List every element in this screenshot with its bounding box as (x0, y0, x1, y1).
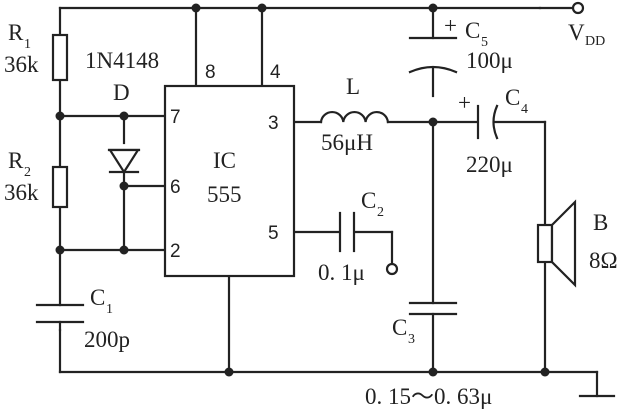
capacitor-c2: C 2 0. 1μ (318, 188, 399, 285)
inductor-l: L 56μH (319, 74, 390, 155)
c3-label: C (392, 315, 407, 340)
vdd-sub: DD (585, 34, 605, 49)
diode-label: D (113, 80, 130, 105)
vdd-label: V (568, 20, 585, 45)
ic-part: 555 (207, 182, 242, 207)
c1-sub: 1 (106, 302, 113, 317)
c3-sub: 3 (408, 332, 415, 347)
capacitor-c3: C 3 0. 15～0. 63μ (365, 301, 492, 409)
r2-sub: 2 (24, 165, 31, 180)
capacitor-c4: + C 4 220μ (458, 85, 528, 177)
c4-label: C (505, 85, 520, 110)
pin-4-label: 4 (270, 62, 281, 83)
c5-polarity: + (444, 13, 457, 38)
r2-value: 36k (4, 180, 39, 205)
capacitor-c5: + C 5 100μ (408, 13, 513, 74)
r2-label: R (8, 148, 24, 173)
c4-sub: 4 (521, 102, 528, 117)
c2-sub: 2 (377, 205, 384, 220)
resistor-r2: R 2 36k (4, 148, 69, 209)
pin-2-label: 2 (170, 241, 181, 262)
diode-type-label: 1N4148 (85, 48, 159, 73)
r1-label: R (8, 20, 24, 45)
inductor-value: 56μH (321, 130, 373, 155)
capacitor-c1: C 1 200p (35, 285, 130, 352)
c5-value: 100μ (466, 48, 513, 73)
r1-sub: 1 (24, 37, 31, 52)
vdd-terminal: V DD (538, 1, 605, 49)
resistor-r1: R 1 36k (4, 20, 69, 82)
pin-7-label: 7 (170, 107, 181, 128)
r1-value: 36k (4, 52, 39, 77)
speaker-b: B 8Ω (536, 199, 618, 288)
ic-name: IC (213, 148, 236, 173)
c1-label: C (90, 285, 105, 310)
pin-6-label: 6 (170, 177, 181, 198)
c4-polarity: + (458, 90, 471, 115)
ic-555: 8 4 7 6 2 3 5 IC 555 (163, 62, 296, 278)
c2-label: C (361, 188, 376, 213)
pin-3-label: 3 (268, 113, 279, 134)
c2-value: 0. 1μ (318, 260, 365, 285)
diode-d: 1N4148 D (85, 48, 159, 175)
c5-label: C (465, 18, 480, 43)
c4-value: 220μ (466, 152, 513, 177)
speaker-value: 8Ω (589, 248, 618, 273)
c1-value: 200p (84, 327, 130, 352)
inductor-label: L (346, 74, 360, 99)
pin-5-label: 5 (268, 223, 279, 244)
speaker-label: B (593, 210, 608, 235)
pin-8-label: 8 (205, 62, 216, 83)
c5-sub: 5 (481, 35, 488, 50)
c3-value: 0. 15～0. 63μ (365, 384, 492, 409)
junction-dots (55, 3, 550, 377)
